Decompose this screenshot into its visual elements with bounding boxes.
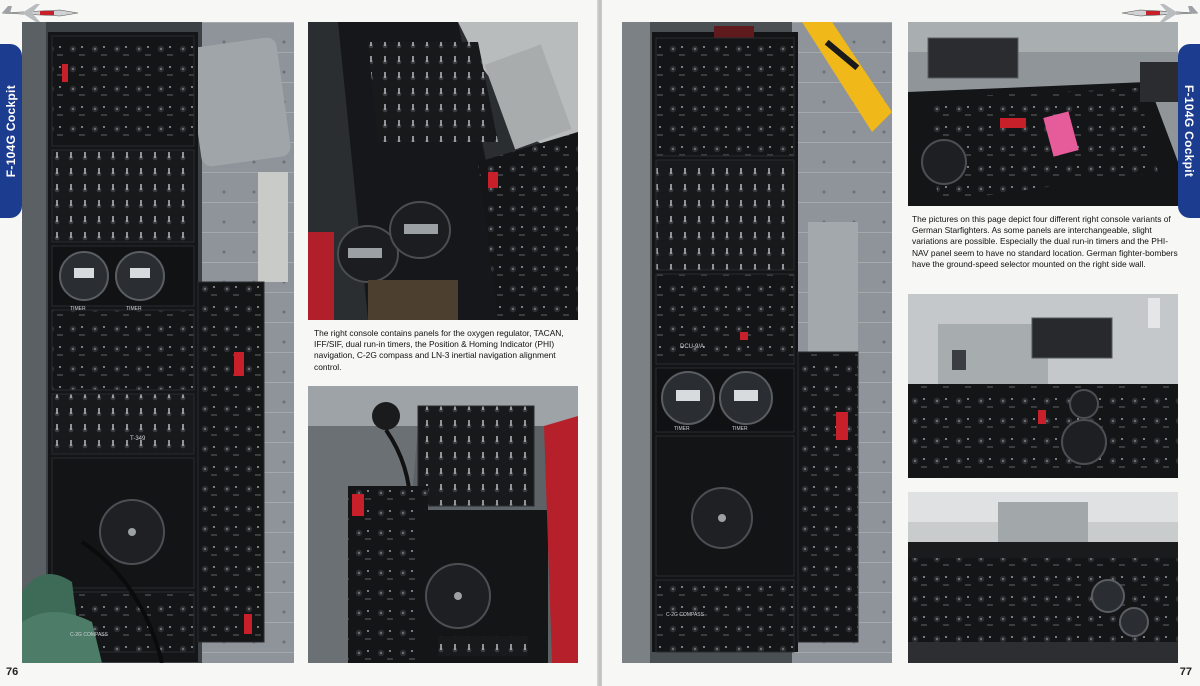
- panel-code-label-variant: DCU-9/A: [680, 344, 705, 350]
- starfighter-icon-left: [1, 4, 79, 22]
- photo-console-variant-middle: [908, 294, 1178, 478]
- spine-gutter: [597, 0, 603, 686]
- section-tab-left: F-104G Cockpit: [0, 44, 22, 218]
- photo-console-variant-top: [908, 22, 1178, 206]
- timer-label-left-variant: TIMER: [674, 426, 690, 432]
- caption-right: The pictures on this page depict four di…: [912, 214, 1178, 269]
- photo-console-top: [308, 22, 578, 320]
- timer-label-right-variant: TIMER: [732, 426, 748, 432]
- timer-label-left: TIMER: [70, 306, 86, 312]
- caption-left: The right console contains panels for th…: [314, 328, 564, 372]
- page-number-right: 77: [1179, 666, 1192, 678]
- section-tab-right: F-104G Cockpit: [1178, 44, 1200, 218]
- timer-label-right: TIMER: [126, 306, 142, 312]
- compass-panel-label-variant: C-2G COMPASS: [666, 612, 704, 618]
- right-page: F-104G Cockpit: [602, 0, 1200, 686]
- compass-panel-label: C-2G COMPASS: [70, 632, 108, 638]
- left-page: F-104G Cockpit: [0, 0, 598, 686]
- photo-right-console-full: TIMER TIMER T-349 C-2G COMPASS: [22, 22, 294, 663]
- page-number-left: 76: [6, 666, 19, 678]
- photo-console-variant-full: TIMER TIMER DCU-9/A C-2G COMPASS: [622, 22, 892, 663]
- panel-code-label: T-349: [130, 436, 146, 442]
- photo-console-bottom: [308, 386, 578, 663]
- starfighter-icon-right: [1121, 4, 1199, 22]
- photo-console-variant-bottom: [908, 492, 1178, 663]
